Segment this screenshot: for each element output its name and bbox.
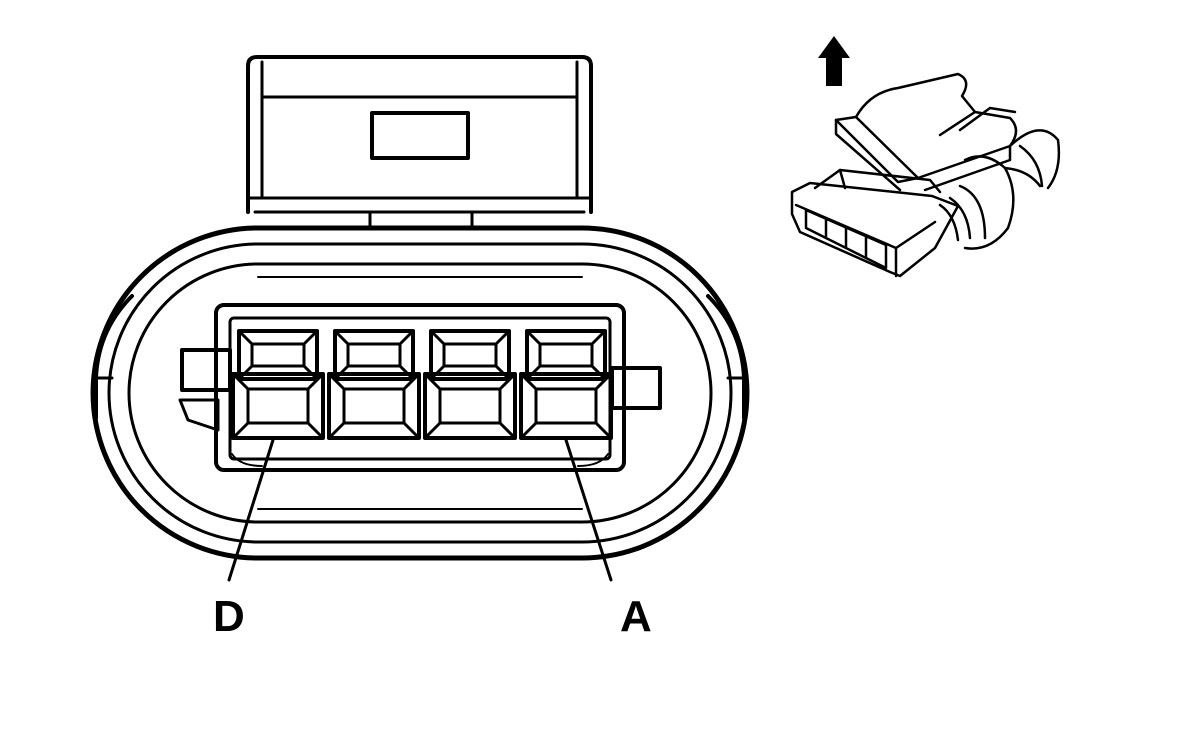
pin-cavity-c (327, 329, 421, 440)
connector-housing (90, 225, 750, 561)
terminal-block (178, 303, 662, 472)
connector-isometric-view (790, 72, 1061, 278)
pin-label-d: D (213, 592, 245, 641)
up-arrow-icon (818, 36, 850, 86)
leader-line-d (227, 438, 275, 582)
latch-tab (246, 55, 593, 230)
pin-cavity-d (231, 329, 325, 440)
pin-cavity-a (519, 329, 613, 440)
leader-line-a (564, 438, 613, 582)
pin-cavity-b (423, 329, 517, 440)
pin-label-a: A (620, 592, 652, 641)
